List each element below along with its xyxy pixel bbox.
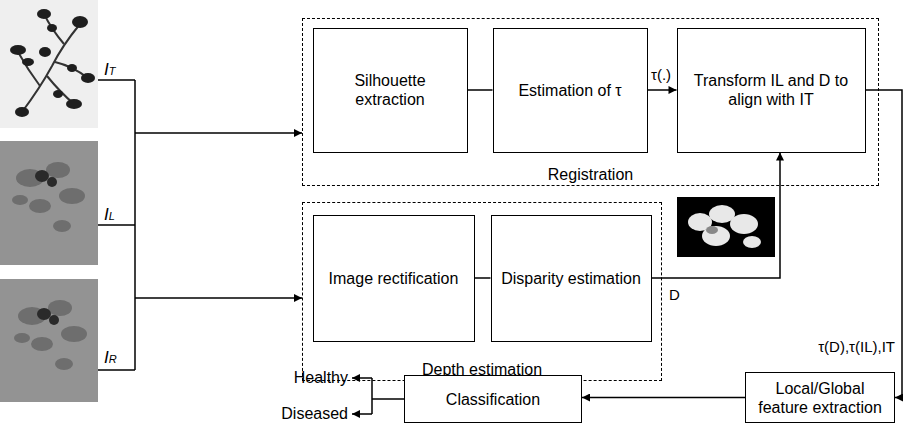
- box-text: Classification: [440, 390, 546, 409]
- leaf: [53, 90, 63, 98]
- dark-spots: [35, 170, 57, 187]
- spot: [35, 170, 49, 182]
- image-ground: [0, 0, 98, 128]
- spot: [49, 315, 59, 325]
- right-camera-image: [0, 279, 98, 402]
- dark-spots: [37, 308, 59, 325]
- connector: [468, 89, 493, 91]
- leaf: [12, 195, 28, 205]
- leaf: [53, 220, 71, 232]
- leaf: [15, 107, 29, 117]
- plant-leaves: [12, 162, 85, 232]
- process-box: Image rectification: [313, 215, 475, 342]
- spot: [706, 226, 718, 234]
- stem: [18, 52, 40, 86]
- edge-label: τ(D),τ(IL),IT: [817, 338, 896, 356]
- image-ground: [0, 279, 98, 402]
- wire: [371, 378, 373, 414]
- plant-silhouette: [688, 205, 761, 248]
- leaf: [730, 214, 758, 234]
- input-wires: [98, 80, 302, 370]
- leaf: [47, 24, 57, 32]
- leaf: [81, 73, 95, 83]
- connector: [648, 89, 677, 91]
- image-label: IR: [104, 348, 117, 369]
- leaf: [10, 45, 26, 55]
- leaf: [61, 326, 87, 342]
- process-box: Silhouette extraction: [313, 28, 468, 153]
- leaf: [37, 9, 51, 19]
- process-box: Transform IL and D to align with IT: [677, 28, 866, 153]
- depth-map-image: [677, 197, 775, 257]
- leaf: [66, 99, 82, 109]
- left-camera-image: [0, 141, 98, 265]
- arrow: [135, 297, 302, 299]
- spot: [47, 177, 57, 187]
- process-box: Disparity estimation: [491, 215, 652, 342]
- wire: [134, 80, 136, 370]
- connector: [582, 397, 745, 399]
- plant-stems: [18, 14, 88, 112]
- output-label: Healthy: [294, 368, 348, 387]
- spot: [37, 308, 51, 320]
- output-label: Diseased: [281, 404, 348, 423]
- leaf: [22, 58, 34, 66]
- leaf: [59, 188, 85, 204]
- leaf: [55, 358, 73, 370]
- wire: [372, 398, 404, 400]
- image-ground: [677, 197, 775, 257]
- wire: [98, 369, 135, 371]
- wire: [98, 224, 135, 226]
- arrow: [135, 132, 302, 134]
- process-box: Local/Global feature extraction: [745, 372, 895, 423]
- image-label: IL: [104, 205, 115, 226]
- leaf: [67, 64, 77, 72]
- leaf: [31, 337, 53, 351]
- thermal-image: [0, 0, 98, 128]
- image-label: IT: [104, 60, 115, 81]
- leaf: [29, 199, 51, 213]
- edge-label: D: [668, 286, 681, 304]
- connector: [475, 277, 491, 279]
- leaf: [702, 226, 730, 246]
- box-text: Silhouette extraction: [314, 71, 467, 109]
- process-box: Classification: [404, 375, 582, 423]
- leaf: [72, 16, 88, 28]
- plant-leaves: [10, 9, 95, 117]
- box-text: Transform IL and D to align with IT: [678, 71, 865, 109]
- group-box: Registration Silhouette extraction Estimat…: [302, 18, 879, 186]
- image-ground: [0, 141, 98, 265]
- leaf: [743, 236, 761, 248]
- leaf: [48, 300, 72, 316]
- leaf: [46, 162, 70, 178]
- output-branch: [352, 378, 404, 414]
- stem: [22, 24, 80, 112]
- box-text: Local/Global feature extraction: [746, 379, 894, 417]
- process-box: Estimation of τ: [493, 28, 648, 153]
- box-text: Estimation of τ: [512, 81, 627, 100]
- leaf: [39, 47, 51, 57]
- wire: [98, 79, 135, 81]
- edge-label: τ(.): [650, 66, 672, 84]
- box-text: Disparity estimation: [495, 269, 647, 288]
- connector: [652, 153, 781, 279]
- plant-leaves: [14, 300, 87, 370]
- group-title: Registration: [303, 165, 878, 184]
- arrow: [352, 413, 372, 415]
- group-box: Depth estimationImage rectificationDispa…: [302, 202, 662, 381]
- box-text: Image rectification: [323, 269, 465, 288]
- arrow: [352, 377, 372, 379]
- leaf: [14, 333, 30, 343]
